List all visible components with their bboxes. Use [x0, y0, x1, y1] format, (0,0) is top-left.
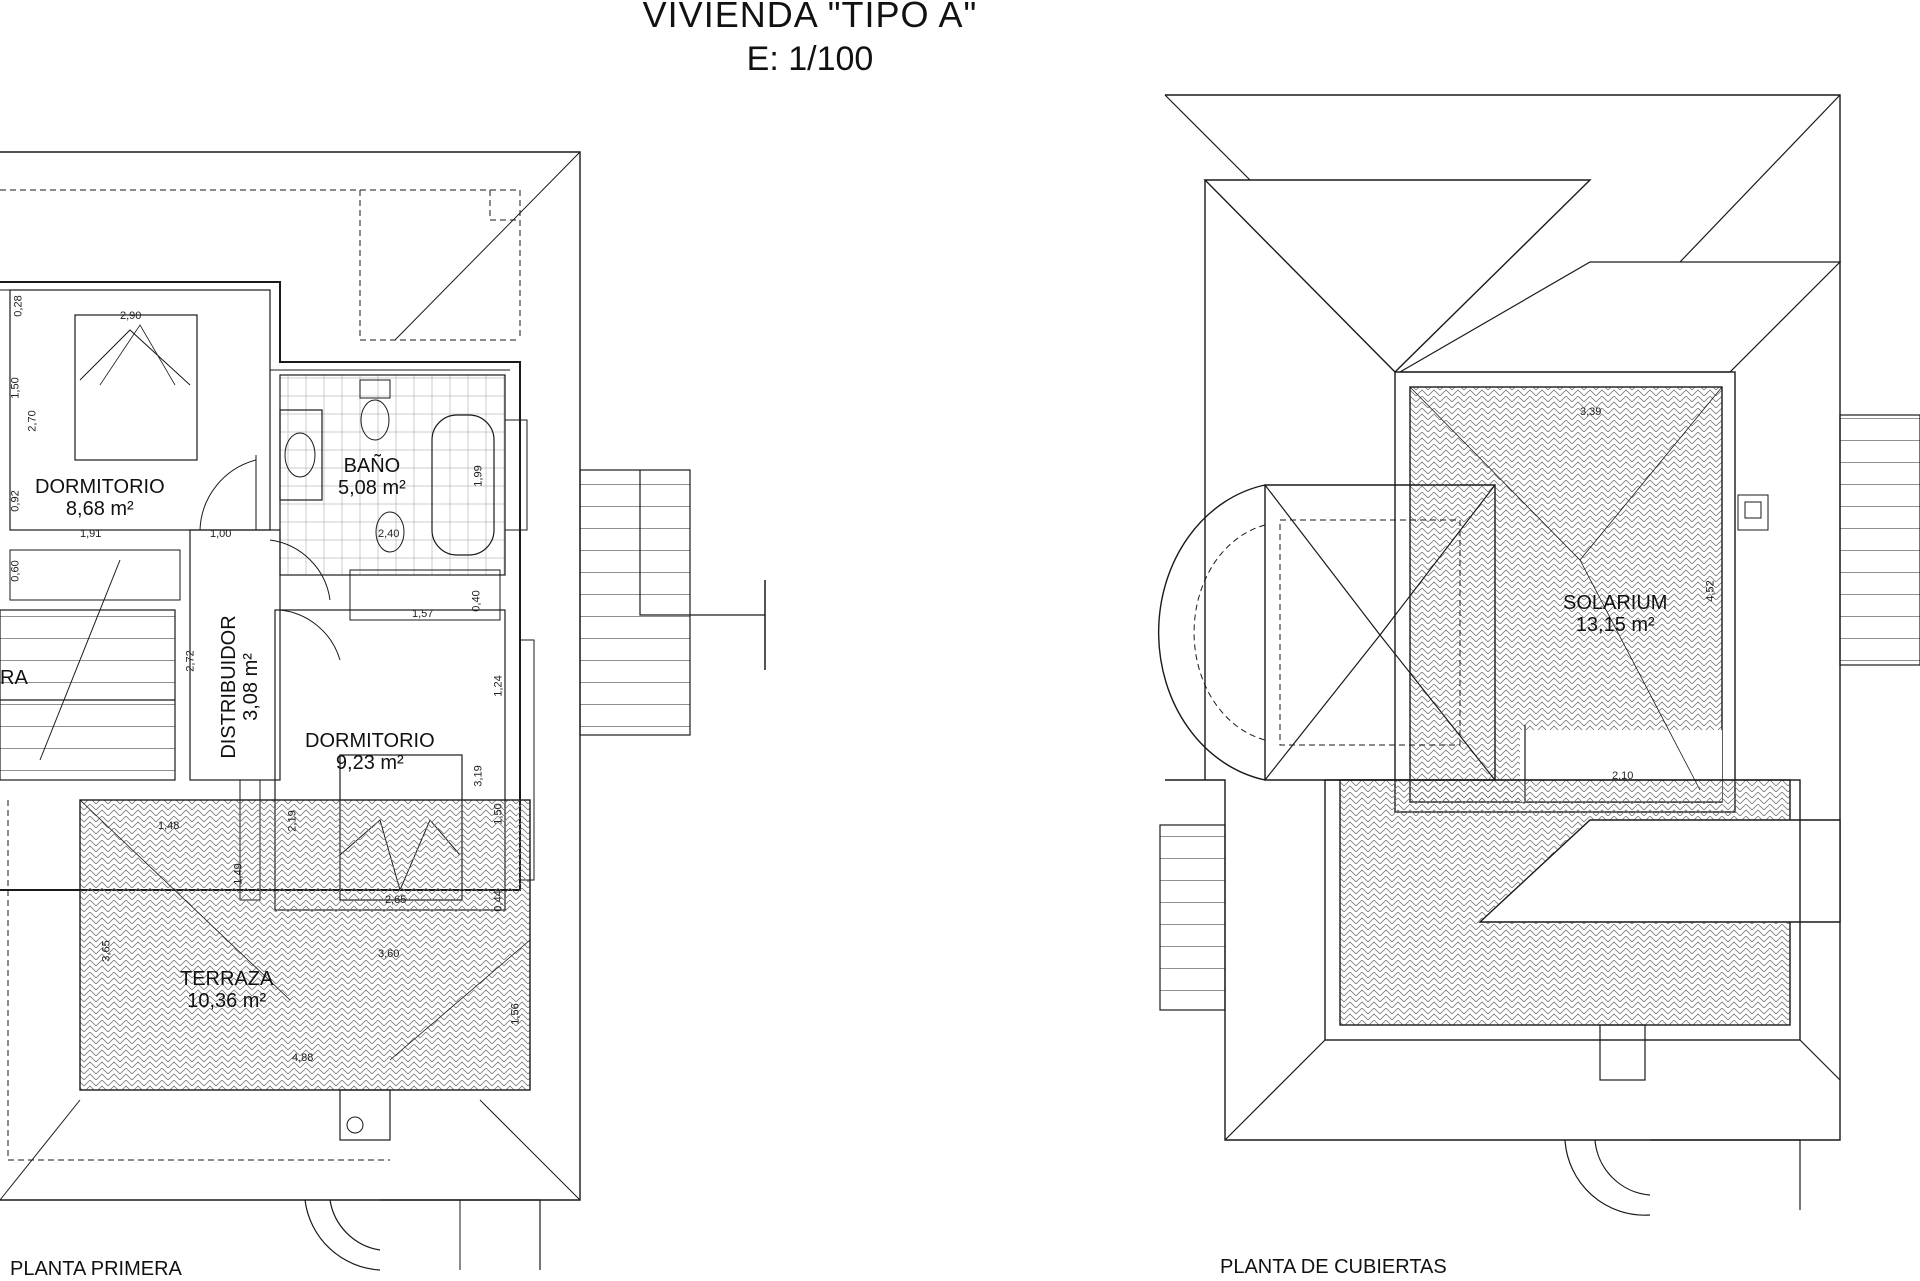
bidet: [375, 511, 405, 553]
toilet: [360, 399, 390, 441]
dimension: 0,40: [470, 590, 483, 612]
room-area: 9,23 m²: [335, 752, 404, 774]
caption-planta-de-cubiertas: PLANTA DE CUBIERTAS: [1220, 1256, 1447, 1278]
dimension: 2,90: [120, 310, 142, 322]
room-label-dormitorio-2: DORMITORIO 9,23 m²: [305, 730, 435, 774]
dimension: 1,00: [210, 528, 232, 540]
dimension: 1,50: [9, 377, 22, 399]
dimension: 1,57: [412, 608, 434, 620]
washbasin: [279, 409, 323, 501]
dimension: 2,70: [26, 410, 39, 432]
dimension: 1,49: [232, 863, 245, 885]
room-name: DORMITORIO: [305, 730, 435, 752]
bano: [279, 374, 506, 576]
roof-plan: [1158, 94, 1920, 1216]
dimension: 1,48: [158, 820, 180, 832]
caption-planta-primera: PLANTA PRIMERA: [10, 1258, 182, 1280]
room-name: DORMITORIO: [35, 476, 165, 498]
room-name: DISTRIBUIDOR: [218, 615, 240, 759]
room-name: RA: [0, 667, 28, 689]
exterior-stair-right: [579, 469, 691, 736]
dimension: 3,19: [472, 765, 485, 787]
drawing-title: VIVIENDA "TIPO A": [642, 0, 978, 35]
room-label-dormitorio-1: DORMITORIO 8,68 m²: [35, 476, 165, 520]
room-area: 3,08 m²: [240, 653, 262, 721]
stair-first: [0, 609, 176, 781]
room-label-bano: BAÑO 5,08 m²: [338, 455, 406, 499]
room-label-partial: RA: [0, 667, 28, 689]
room-area: 5,08 m²: [338, 477, 406, 499]
dimension: 3,39: [1580, 406, 1602, 418]
terraza: [79, 799, 531, 1091]
dimension: 1,50: [492, 803, 505, 825]
room-area: 10,36 m²: [187, 990, 267, 1012]
first-floor-plan: [0, 151, 766, 1271]
dimension: 2,10: [1612, 770, 1634, 782]
room-label-distribuidor: DISTRIBUIDOR 3,08 m²: [218, 602, 262, 772]
dimension: 2,65: [385, 894, 407, 906]
dimension: 1,24: [492, 675, 505, 697]
room-label-solarium: SOLARIUM 13,15 m²: [1563, 592, 1667, 636]
dimension: 1,56: [509, 1003, 522, 1025]
bed-1: [74, 314, 198, 461]
dimension: 2,72: [184, 650, 197, 672]
dimension: 0,44: [492, 890, 505, 912]
bathtub: [431, 414, 495, 556]
dimension: 3,60: [378, 948, 400, 960]
dimension: 2,40: [378, 528, 400, 540]
dimension: 3,65: [100, 940, 113, 962]
dimension: 4,88: [292, 1052, 314, 1064]
dormitorio-1: [9, 289, 271, 531]
room-name: SOLARIUM: [1563, 592, 1668, 614]
room-area: 8,68 m²: [65, 498, 134, 520]
dimension: 1,99: [472, 465, 485, 487]
dimension: 0,60: [9, 560, 22, 582]
dimension: 1,91: [80, 528, 102, 540]
dimension: 4,52: [1704, 580, 1717, 602]
room-name: TERRAZA: [180, 968, 274, 990]
dimension: 0,92: [9, 490, 22, 512]
room-name: BAÑO: [343, 455, 401, 477]
room-area: 13,15 m²: [1575, 614, 1655, 636]
room-label-terraza: TERRAZA 10,36 m²: [180, 968, 273, 1012]
dimension: 0,28: [12, 295, 25, 317]
drawing-scale: E: 1/100: [746, 40, 874, 78]
distribuidor: [189, 529, 281, 781]
dimension: 2,19: [286, 810, 299, 832]
